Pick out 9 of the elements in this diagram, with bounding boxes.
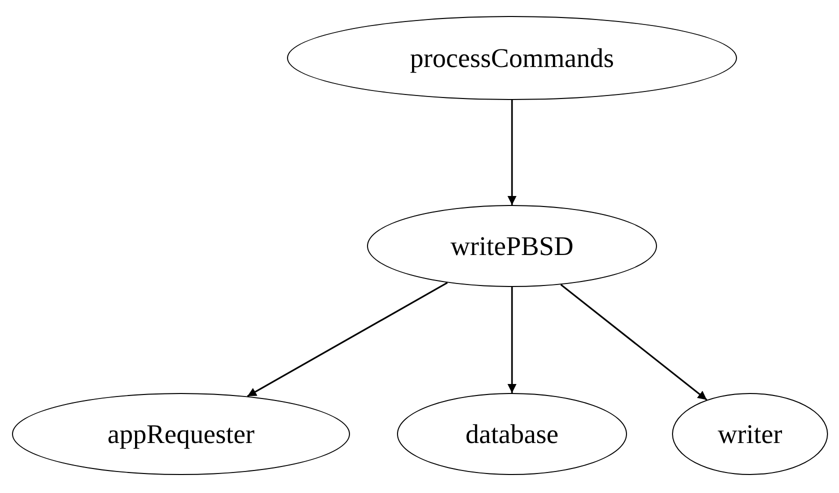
node-label: database: [466, 418, 558, 450]
node-label: writer: [718, 418, 782, 450]
node-label: processCommands: [410, 42, 614, 74]
node-label: appRequester: [108, 418, 254, 450]
node-label: writePBSD: [450, 230, 574, 262]
arrow: [247, 282, 448, 397]
arrow: [508, 287, 516, 393]
arrow: [508, 100, 516, 205]
arrow: [560, 284, 708, 400]
